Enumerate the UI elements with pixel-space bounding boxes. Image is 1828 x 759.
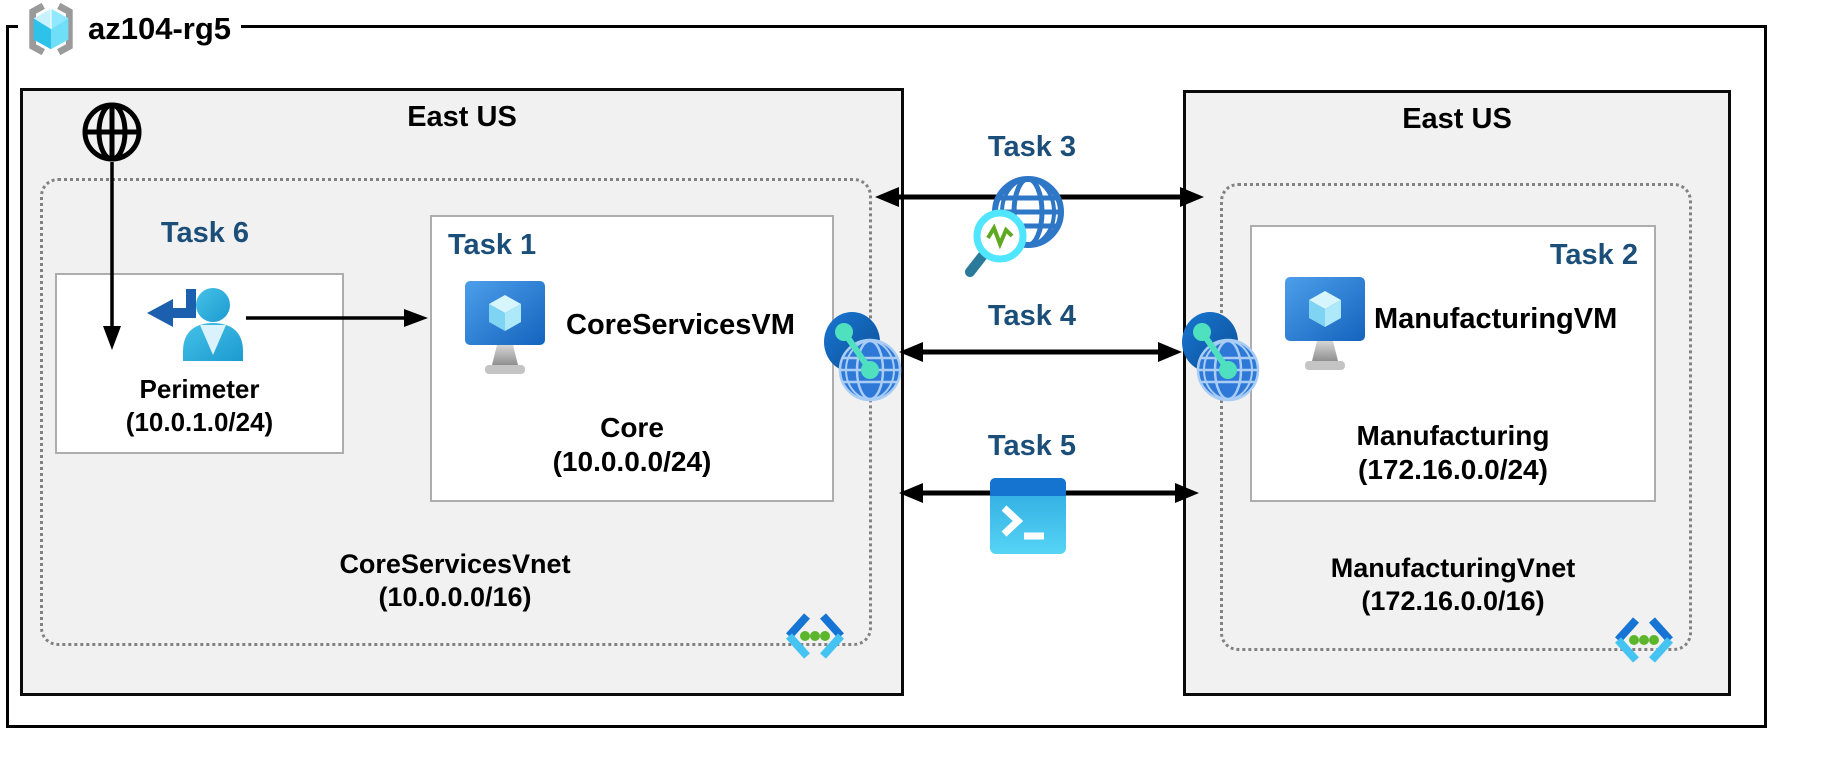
task2-box: Task 2 ManufacturingVM Manufacturing (17… <box>1250 225 1656 502</box>
manufacturing-vnet-label: ManufacturingVnet (172.16.0.0/16) <box>1253 552 1653 618</box>
resource-group-icon <box>29 2 73 56</box>
virtual-network-icon <box>1615 617 1673 663</box>
vnet-peering-icon <box>824 312 902 402</box>
region-left-label: East US <box>407 101 517 133</box>
core-vnet-label: CoreServicesVnet (10.0.0.0/16) <box>255 548 655 614</box>
arrow-perimeter-to-core <box>246 309 428 327</box>
core-subnet-name: Core <box>600 412 664 443</box>
core-vm-name: CoreServicesVM <box>566 309 795 341</box>
manufacturing-vm-name: ManufacturingVM <box>1374 303 1618 335</box>
arrow-internet-to-perimeter <box>103 162 121 350</box>
vnet-peering-icon <box>1182 312 1260 402</box>
resource-group-header: az104-rg5 <box>18 0 242 58</box>
perimeter-subnet-box: Perimeter (10.0.1.0/24) <box>55 273 344 454</box>
virtual-machine-icon <box>1285 277 1365 370</box>
core-subnet-cidr: (10.0.0.0/24) <box>552 446 712 477</box>
region-right-label: East US <box>1402 103 1512 135</box>
task4-label: Task 4 <box>987 300 1077 332</box>
core-services-vnet-box <box>40 178 872 646</box>
virtual-network-icon <box>786 613 844 659</box>
virtual-machine-icon <box>465 281 545 374</box>
manufacturing-vnet-name: ManufacturingVnet <box>1330 553 1576 583</box>
manufacturing-vnet-box <box>1220 183 1692 651</box>
manufacturing-subnet-cidr: (172.16.0.0/24) <box>1358 454 1548 485</box>
core-vnet-name: CoreServicesVnet <box>339 549 571 579</box>
task1-label: Task 1 <box>448 229 537 261</box>
internet-icon <box>82 102 142 162</box>
network-watcher-icon <box>965 176 1064 277</box>
perimeter-subnet-name: Perimeter <box>139 374 260 404</box>
task3-label: Task 3 <box>987 131 1077 163</box>
cloud-shell-icon <box>990 478 1066 554</box>
manufacturing-vnet-cidr: (172.16.0.0/16) <box>1361 586 1545 616</box>
perimeter-subnet-cidr: (10.0.1.0/24) <box>125 407 274 437</box>
resource-group-name: az104-rg5 <box>88 11 232 46</box>
task6-label: Task 6 <box>160 217 250 249</box>
user-return-icon <box>147 288 243 361</box>
task1-box: Task 1 CoreServicesVM Core (10.0.0.0/24) <box>430 215 834 502</box>
task5-label: Task 5 <box>987 430 1077 462</box>
manufacturing-subnet-name: Manufacturing <box>1356 420 1550 451</box>
task2-label: Task 2 <box>1549 239 1638 271</box>
core-vnet-cidr: (10.0.0.0/16) <box>378 582 532 612</box>
arrow-task4 <box>899 342 1182 362</box>
